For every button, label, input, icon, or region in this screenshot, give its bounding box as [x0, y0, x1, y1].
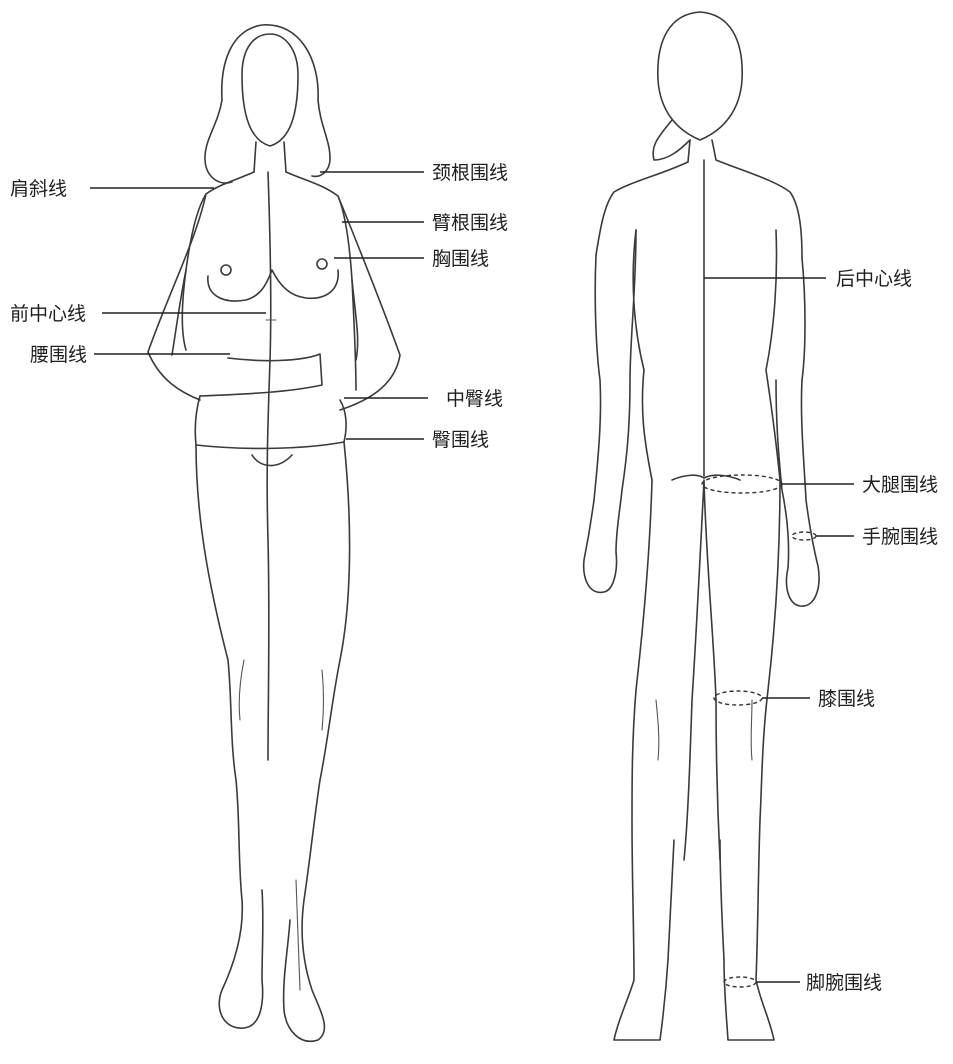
thigh-ring: [702, 475, 782, 493]
front-bust-right: [317, 259, 327, 269]
back-labels: 后中心线 大腿围线 手腕围线 膝围线 脚腕围线: [704, 268, 938, 994]
back-ponytail: [653, 120, 690, 160]
label-thigh: 大腿围线: [862, 474, 938, 496]
label-neck-base: 颈根围线: [432, 162, 508, 184]
label-mid-hip: 中臀线: [446, 388, 503, 410]
label-ankle: 脚腕围线: [806, 972, 882, 994]
back-figure: [584, 12, 819, 1040]
front-hip-band: [195, 396, 346, 448]
front-face: [242, 34, 298, 146]
front-crotch: [252, 455, 292, 466]
back-left-leg: [614, 480, 674, 1040]
back-right-arm: [776, 258, 819, 606]
label-bust: 胸围线: [432, 248, 489, 270]
label-armhole: 臂根围线: [432, 212, 508, 234]
label-wrist: 手腕围线: [862, 526, 938, 548]
front-waist-band: [200, 354, 322, 396]
front-labels: 肩斜线 颈根围线 臂根围线 胸围线 前中心线 腰围线 中臀线 臀围线: [10, 162, 508, 451]
knee-ring: [714, 691, 762, 705]
back-shoulders: [596, 140, 802, 258]
front-right-leg: [284, 442, 350, 1041]
label-center-front: 前中心线: [10, 303, 86, 325]
back-right-leg: [720, 480, 780, 1040]
back-left-arm: [584, 230, 636, 592]
label-knee: 膝围线: [818, 688, 875, 710]
back-inner-legs: [684, 480, 720, 860]
label-waist: 腰围线: [30, 344, 87, 366]
front-hair: [205, 25, 330, 183]
front-left-leg: [196, 445, 263, 1028]
front-torso: [172, 172, 356, 390]
ankle-ring: [724, 977, 756, 987]
label-shoulder-slope: 肩斜线: [10, 178, 67, 200]
back-torso: [633, 230, 780, 480]
label-hip: 臀围线: [432, 429, 489, 451]
front-figure: [148, 25, 400, 1041]
front-bust-left: [221, 265, 231, 275]
label-center-back: 后中心线: [836, 268, 912, 290]
front-left-arm: [148, 194, 206, 400]
front-right-arm: [338, 196, 400, 410]
